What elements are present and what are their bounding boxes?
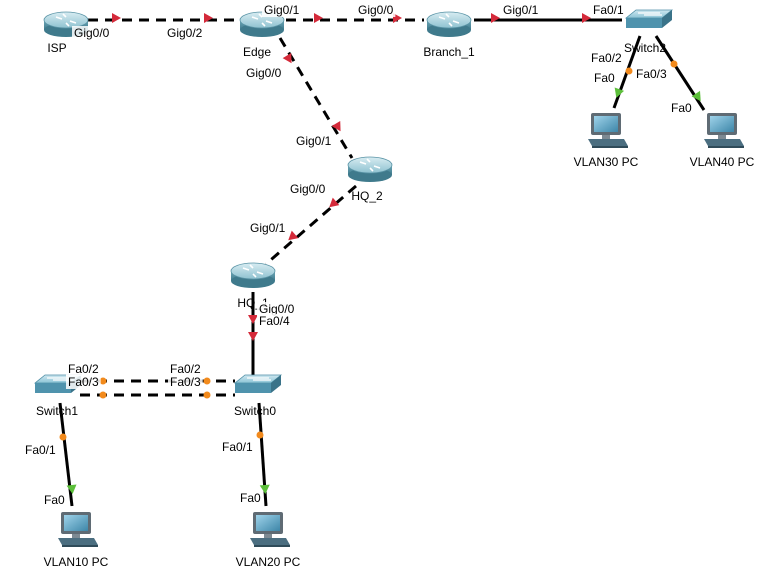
port-indicator-switch1-switch0-a-to <box>203 377 211 385</box>
port-indicator-switch1-switch0-b-from <box>99 391 107 399</box>
port-label-switch0-vlan20-from: Fa0/1 <box>222 440 253 454</box>
port-indicator-switch2-vlan40-from <box>670 60 678 68</box>
link-edge-hq2[interactable] <box>278 37 354 159</box>
switch-switch2[interactable] <box>624 9 674 28</box>
port-label-hq2-hq1-to-bg <box>248 221 288 235</box>
port-indicator-edge-hq2-to <box>331 120 341 132</box>
port-indicator-switch2-vlan30-from <box>625 67 633 75</box>
port-label-hq1-switch0-from: Gig0/0 <box>259 302 295 316</box>
port-label-branch1-switch2-from-bg <box>501 3 541 17</box>
port-label-edge-branch1-from-bg <box>262 3 302 17</box>
port-label-edge-hq2-from: Gig0/0 <box>246 66 282 80</box>
pc-vlan20[interactable] <box>250 512 290 547</box>
port-label-switch2-vlan30-from-bg <box>589 51 624 65</box>
port-indicator-isp-edge-from <box>112 13 121 23</box>
port-indicator-branch1-switch2-from <box>491 13 500 23</box>
device-name-branch1: Branch_1 <box>423 45 475 59</box>
port-indicator-isp-edge-to <box>204 13 213 23</box>
pc-vlan30[interactable] <box>588 113 628 148</box>
port-label-edge-hq2-to: Gig0/1 <box>296 134 332 148</box>
port-label-switch1-switch0-b-from-bg <box>66 375 101 389</box>
port-label-hq2-hq1-from: Gig0/0 <box>290 182 326 196</box>
port-label-isp-edge-from-bg <box>72 26 112 40</box>
port-label-switch2-vlan40-to-bg <box>669 101 694 115</box>
port-label-switch2-vlan30-to: Fa0 <box>594 71 615 85</box>
device-name-hq2: HQ_2 <box>351 189 383 203</box>
device-name-vlan10: VLAN10 PC <box>44 555 109 569</box>
device-name-switch1: Switch1 <box>36 404 78 418</box>
port-indicator-switch1-vlan10-from <box>59 433 67 441</box>
device-name-edge: Edge <box>243 45 271 59</box>
port-label-switch2-vlan40-from-bg <box>634 67 669 81</box>
port-indicator-switch1-switch0-a-from <box>99 377 107 385</box>
port-indicator-switch2-vlan30-to <box>614 87 625 98</box>
port-label-edge-branch1-to: Gig0/0 <box>358 3 394 17</box>
port-label-switch1-switch0-a-from: Fa0/2 <box>68 362 99 376</box>
port-label-hq1-switch0-to-bg <box>257 314 292 328</box>
port-indicator-switch1-vlan10-to <box>66 484 77 494</box>
port-label-branch1-switch2-from: Gig0/1 <box>503 3 539 17</box>
device-name-switch0: Switch0 <box>234 404 276 418</box>
port-label-switch1-switch0-a-to-bg <box>168 362 203 376</box>
port-label-switch2-vlan30-to-bg <box>592 71 617 85</box>
port-label-hq1-switch0-to: Fa0/4 <box>259 314 290 328</box>
device-name-isp: ISP <box>47 41 66 55</box>
router-branch1[interactable] <box>426 11 472 37</box>
device-name-vlan20: VLAN20 PC <box>236 555 301 569</box>
port-indicator-hq2-hq1-from <box>329 197 340 208</box>
port-label-edge-branch1-to-bg <box>356 3 396 17</box>
port-label-switch1-switch0-a-from-bg <box>66 362 101 376</box>
port-label-switch2-vlan40-to: Fa0 <box>671 101 692 115</box>
port-indicator-switch1-switch0-b-to <box>203 391 211 399</box>
port-label-switch1-vlan10-from-bg <box>23 443 58 457</box>
port-label-edge-hq2-from-bg <box>244 66 284 80</box>
port-label-switch1-vlan10-from: Fa0/1 <box>25 443 56 457</box>
device-name-vlan30: VLAN30 PC <box>574 155 639 169</box>
port-indicator-switch0-vlan20-to <box>259 484 270 494</box>
port-label-switch1-switch0-b-to-bg <box>168 375 203 389</box>
port-indicator-hq2-hq1-to <box>288 230 299 241</box>
router-hq2[interactable] <box>347 156 393 182</box>
port-indicator-branch1-switch2-to <box>582 13 591 23</box>
port-label-branch1-switch2-to-bg <box>591 3 626 17</box>
port-indicator-switch0-vlan20-from <box>256 431 264 439</box>
router-hq1[interactable] <box>230 262 276 288</box>
port-label-switch0-vlan20-to-bg <box>238 491 263 505</box>
port-label-switch1-vlan10-to-bg <box>42 493 67 507</box>
port-label-isp-edge-from: Gig0/0 <box>74 26 110 40</box>
port-label-switch1-switch0-a-to: Fa0/2 <box>170 362 201 376</box>
port-label-branch1-switch2-to: Fa0/1 <box>593 3 624 17</box>
device-name-vlan40: VLAN40 PC <box>690 155 755 169</box>
port-label-switch1-switch0-b-to: Fa0/3 <box>170 375 201 389</box>
port-label-isp-edge-to: Gig0/2 <box>167 26 203 40</box>
port-label-hq1-switch0-from-bg <box>257 302 297 316</box>
pc-vlan10[interactable] <box>58 512 98 547</box>
port-label-hq2-hq1-to: Gig0/1 <box>250 221 286 235</box>
switch-switch0[interactable] <box>233 374 283 393</box>
pc-vlan40[interactable] <box>704 113 744 148</box>
port-label-switch0-vlan20-from-bg <box>220 440 255 454</box>
port-indicator-switch2-vlan40-to <box>691 90 701 102</box>
port-label-isp-edge-to-bg <box>165 26 205 40</box>
port-indicator-hq1-switch0-from <box>248 315 258 324</box>
link-hq2-hq1[interactable] <box>265 184 357 266</box>
port-label-edge-hq2-to-bg <box>294 134 334 148</box>
links-layer <box>58 18 706 507</box>
port-label-switch0-vlan20-to: Fa0 <box>240 491 261 505</box>
port-indicator-edge-hq2-from <box>282 52 292 64</box>
port-indicator-hq1-switch0-to <box>248 332 258 341</box>
port-label-edge-branch1-from: Gig0/1 <box>264 3 300 17</box>
port-label-switch1-vlan10-to: Fa0 <box>44 493 65 507</box>
port-label-switch2-vlan40-from: Fa0/3 <box>636 67 667 81</box>
port-label-switch2-vlan30-from: Fa0/2 <box>591 51 622 65</box>
port-label-switch1-switch0-b-from: Fa0/3 <box>68 375 99 389</box>
device-name-switch2: Switch2 <box>624 41 666 55</box>
port-label-hq2-hq1-from-bg <box>288 182 328 196</box>
port-indicator-edge-branch1-from <box>314 13 323 23</box>
